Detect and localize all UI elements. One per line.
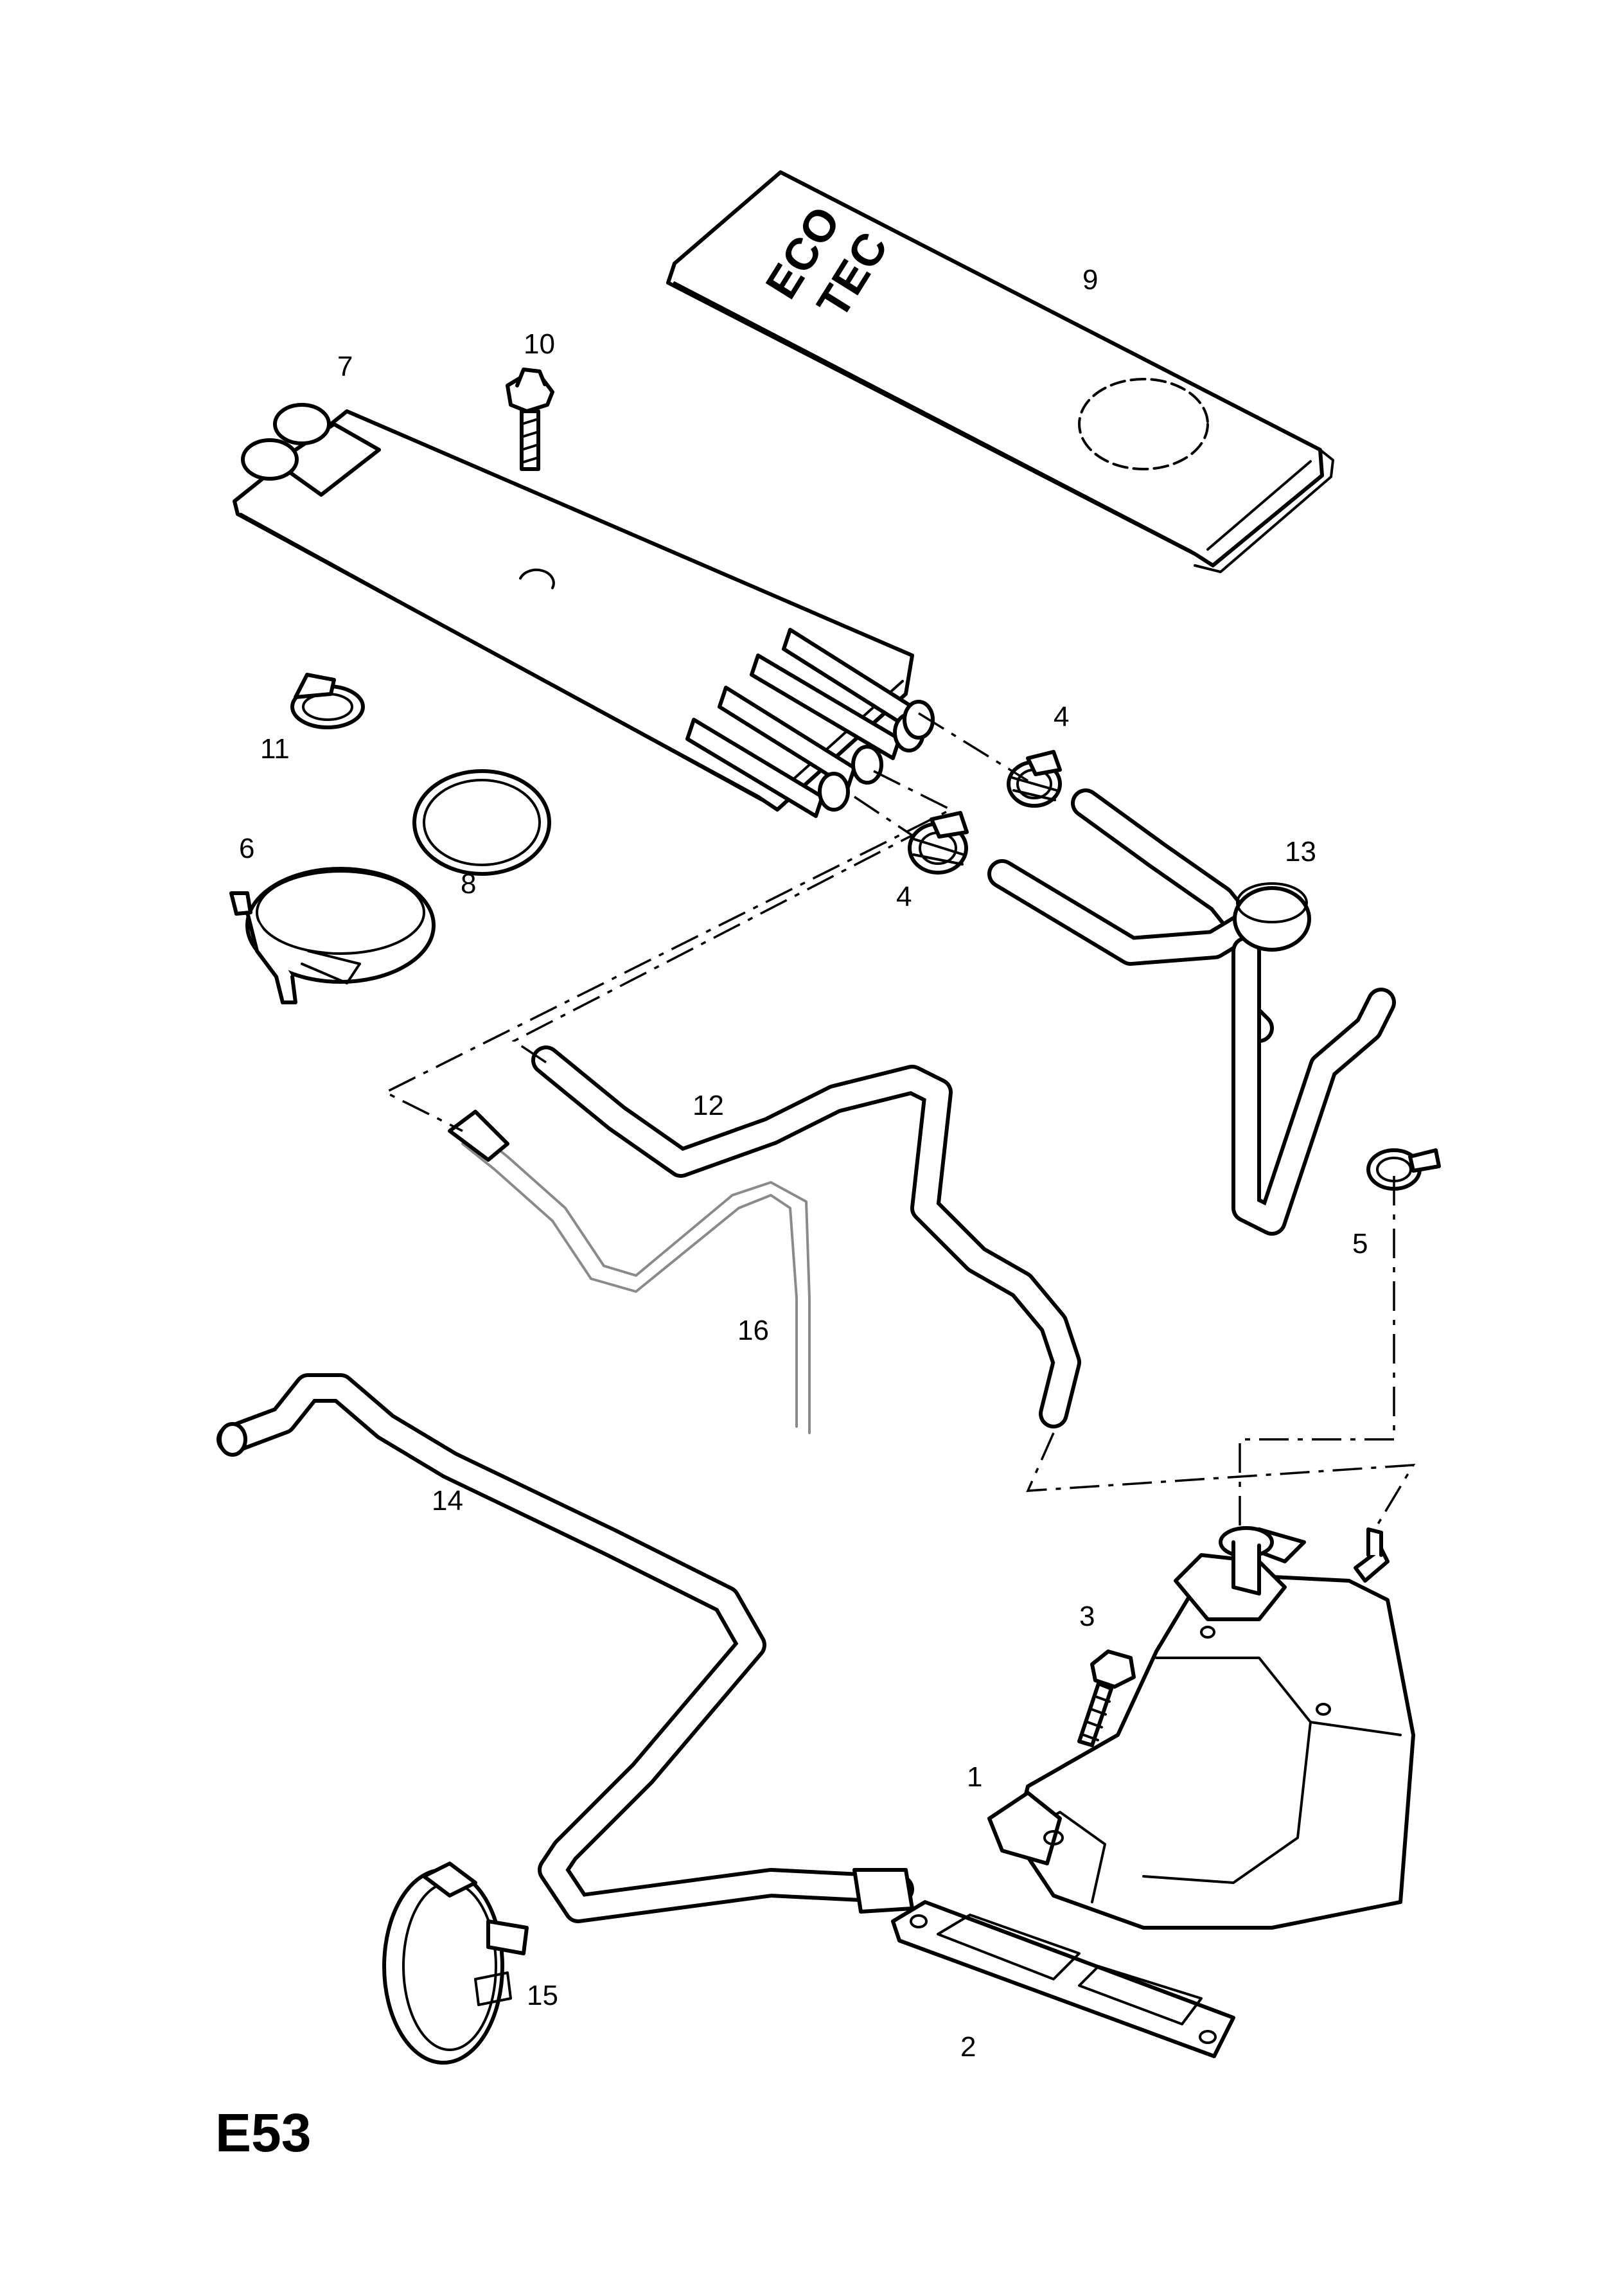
ignition-lead-carrier-part: [233, 403, 935, 818]
hose-14-part: [216, 1373, 914, 1923]
assembly-lines: [383, 712, 1416, 1530]
gasket-2-part: [891, 1900, 1235, 2058]
callout-4-lower: 4: [896, 881, 912, 912]
callout-3: 3: [1079, 1601, 1095, 1632]
diagram-code: E53: [215, 2103, 311, 2163]
callout-12: 12: [693, 1090, 724, 1121]
seal-ring-part: [412, 769, 551, 876]
clip-11-part: [290, 673, 365, 729]
callout-4-upper: 4: [1054, 701, 1069, 733]
housing-1-part: [987, 1526, 1415, 1930]
callout-15: 15: [527, 1980, 558, 2011]
callout-16: 16: [737, 1315, 769, 1346]
hose-12-part: [531, 1045, 1081, 1428]
y-hose-13-part: [987, 788, 1396, 1236]
callout-9: 9: [1082, 264, 1098, 296]
hose-clamp-15-part: [382, 1862, 529, 2065]
callout-6: 6: [239, 833, 254, 864]
hose-clamp-4-lower-part: [908, 811, 969, 875]
callout-14: 14: [432, 1485, 463, 1516]
hose-clamp-5-part: [1366, 1148, 1441, 1191]
callout-5: 5: [1352, 1228, 1368, 1259]
hose-clamp-6-part: [229, 867, 436, 1004]
engine-cover-part: ECO TEC: [666, 170, 1334, 573]
callout-1: 1: [967, 1761, 982, 1793]
hose-clamp-4-upper-part: [1007, 750, 1062, 808]
callout-10: 10: [524, 328, 555, 360]
bolt-3-part: [1077, 1649, 1136, 1747]
screw-10-part: [506, 368, 554, 471]
callout-11: 11: [260, 733, 290, 765]
callout-7: 7: [337, 351, 353, 382]
callout-2: 2: [960, 2031, 976, 2063]
pipe-16-part: [448, 1110, 811, 1434]
callout-13: 13: [1285, 836, 1316, 867]
callout-8: 8: [461, 868, 476, 900]
callout-labels: 1 2 3 4 4 5 6 7 8 9 10 11 12 13 14 15 16: [239, 264, 1368, 2063]
